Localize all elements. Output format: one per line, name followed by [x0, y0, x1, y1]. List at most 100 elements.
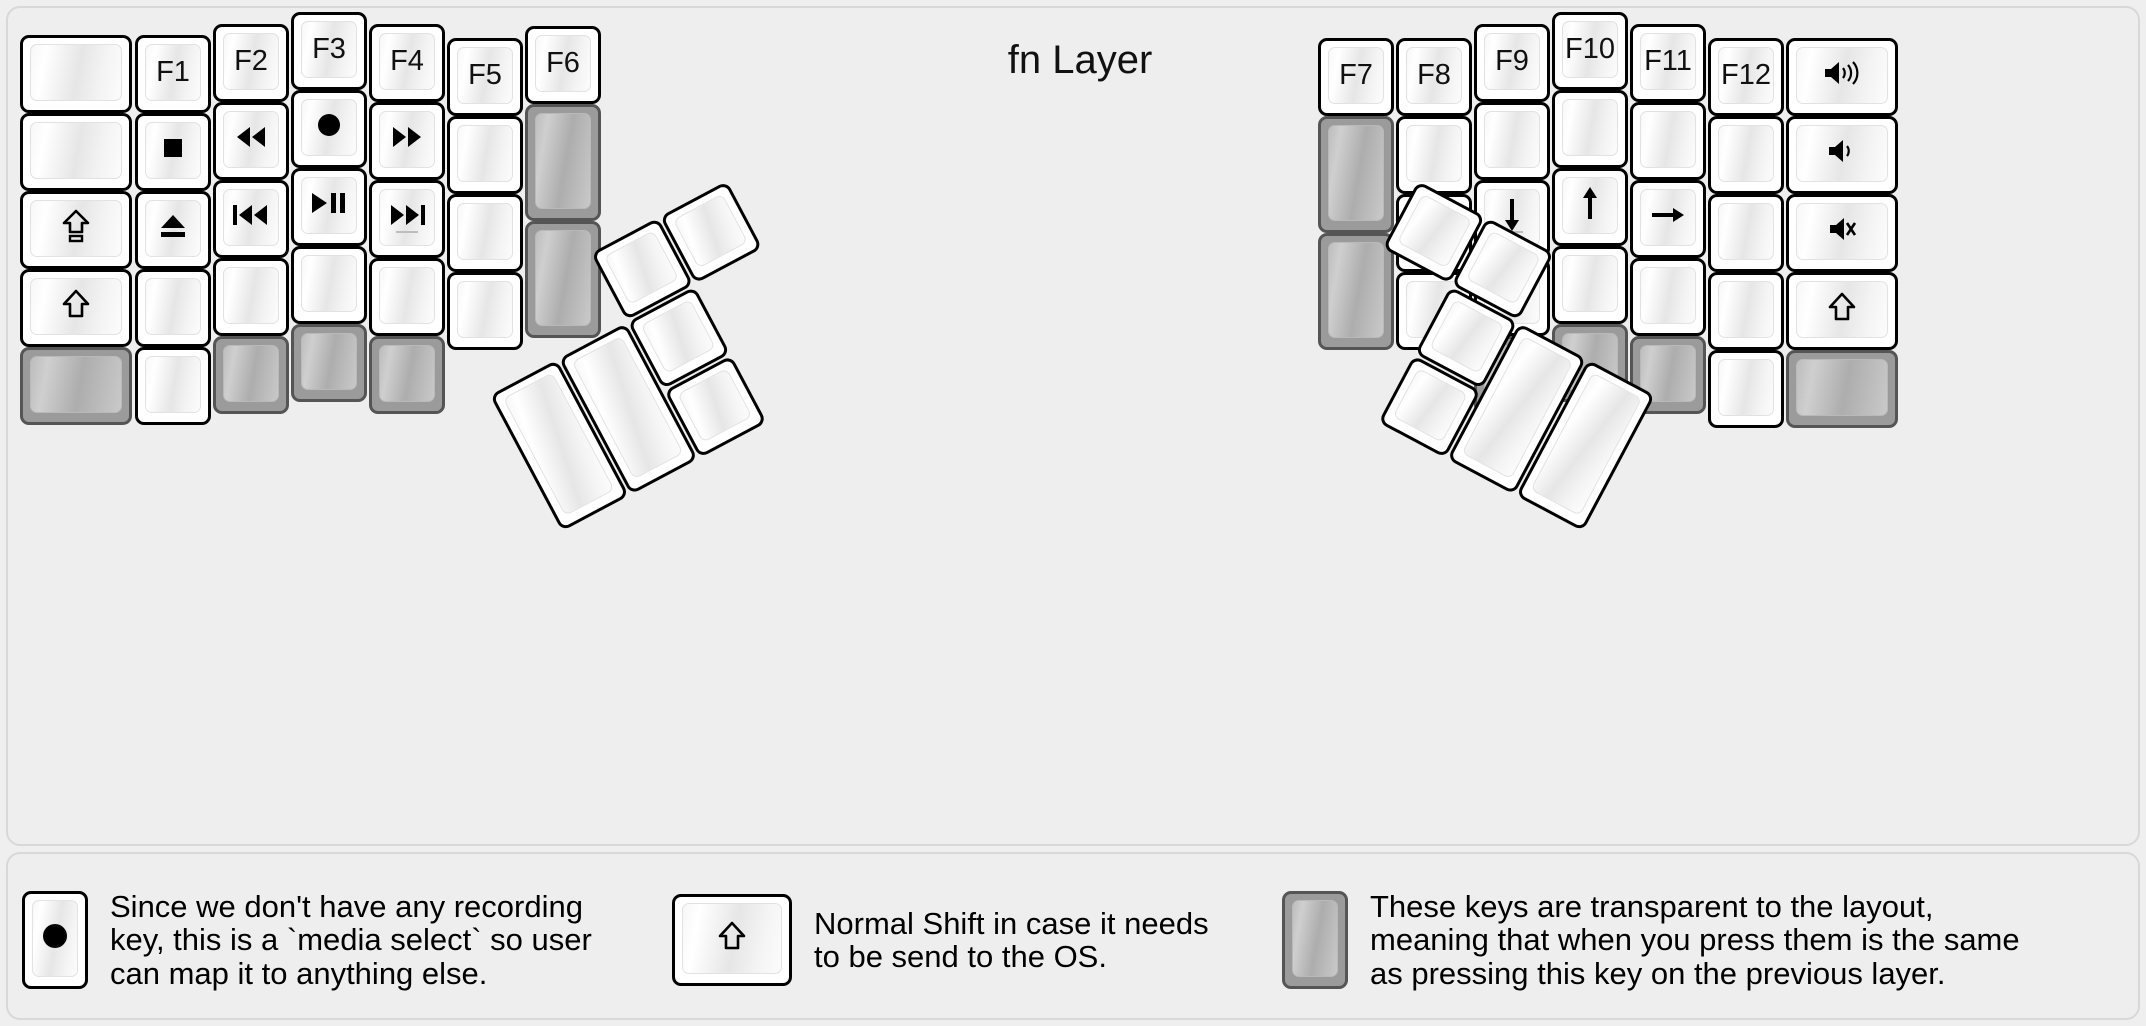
col-f8-key-2[interactable]: [1396, 116, 1472, 194]
col-f10-key-4[interactable]: [1552, 246, 1628, 324]
col-f4-key-4[interactable]: [369, 258, 445, 336]
key-cap: [1292, 900, 1338, 977]
key-label: F4: [390, 45, 424, 77]
legend-description: These keys are transparent to the layout…: [1370, 888, 2020, 991]
key-cap: [1465, 230, 1542, 306]
col-f4-key-2[interactable]: [369, 102, 445, 180]
key-cap: [1396, 193, 1473, 269]
key-f11[interactable]: F11: [1630, 24, 1706, 102]
col-f5-key-3[interactable]: [447, 194, 523, 272]
col-pinky-outer-right-key-5[interactable]: [1786, 350, 1898, 428]
record-dot-icon: [40, 921, 70, 956]
col-pinky-outer-key-3[interactable]: [20, 191, 132, 269]
col-f3-key-3[interactable]: [291, 168, 367, 246]
col-f9-key-2[interactable]: [1474, 102, 1550, 180]
key-cap: [30, 122, 122, 179]
col-f1-key-3[interactable]: [135, 191, 211, 269]
media-record-icon: [315, 111, 343, 144]
col-f11-key-3[interactable]: [1630, 180, 1706, 258]
col-f11-key-2[interactable]: [1630, 102, 1706, 180]
key-cap: [1406, 125, 1462, 182]
col-f11-key-5[interactable]: [1630, 336, 1706, 414]
col-f3-key-4[interactable]: [291, 246, 367, 324]
key-cap: F11: [1640, 33, 1696, 90]
key-cap: [640, 299, 716, 374]
col-f3-key-2[interactable]: [291, 90, 367, 168]
key-f10[interactable]: F10: [1552, 12, 1628, 90]
col-f5-key-4[interactable]: [447, 272, 523, 350]
col-pinky-outer-right-key-4[interactable]: [1786, 272, 1898, 350]
key-f8[interactable]: F8: [1396, 38, 1472, 116]
volume-mute-icon: [1827, 215, 1857, 248]
col-f2-key-4[interactable]: [213, 258, 289, 336]
media-play-pause-icon: [310, 191, 348, 220]
key-cap: [1429, 299, 1505, 374]
key-cap: [1718, 125, 1774, 182]
key-cap: [1796, 359, 1888, 416]
col-f12-key-3[interactable]: [1708, 194, 1784, 272]
col-f1-key-5[interactable]: [135, 347, 211, 425]
key-cap: [379, 111, 435, 168]
key-f9[interactable]: F9: [1474, 24, 1550, 102]
key-cap: [379, 267, 435, 324]
col-f12-key-4[interactable]: [1708, 272, 1784, 350]
key-f2[interactable]: F2: [213, 24, 289, 102]
key-f4[interactable]: F4: [369, 24, 445, 102]
col-pinky-outer-key-5[interactable]: [20, 347, 132, 425]
key-cap: [223, 345, 279, 402]
col-f12-key-2[interactable]: [1708, 116, 1784, 194]
key-cap: [457, 203, 513, 260]
key-cap: [223, 111, 279, 168]
key-f1[interactable]: F1: [135, 35, 211, 113]
col-f7-key-2[interactable]: [1318, 116, 1394, 233]
col-f5-key-2[interactable]: [447, 116, 523, 194]
key-f3[interactable]: F3: [291, 12, 367, 90]
key-f5[interactable]: F5: [447, 38, 523, 116]
key-cap: F5: [457, 47, 513, 104]
col-f4-key-5[interactable]: [369, 336, 445, 414]
legend-description: Normal Shift in case it needs to be send…: [814, 905, 1209, 974]
col-f1-key-2[interactable]: [135, 113, 211, 191]
col-f2-key-2[interactable]: [213, 102, 289, 180]
volume-down-icon: [1826, 137, 1858, 170]
key-label: F3: [312, 33, 346, 65]
col-f10-key-2[interactable]: [1552, 90, 1628, 168]
col-pinky-outer-right-key-2[interactable]: [1786, 116, 1898, 194]
col-pinky-outer-right-key-1[interactable]: [1786, 38, 1898, 116]
legend-item-3: These keys are transparent to the layout…: [1282, 880, 2020, 1000]
col-f12-key-5[interactable]: [1708, 350, 1784, 428]
key-cap: [1328, 125, 1384, 221]
caps-lock-icon: [62, 209, 90, 248]
col-f3-key-5[interactable]: [291, 324, 367, 402]
key-label: F12: [1721, 59, 1771, 91]
col-f2-key-3[interactable]: [213, 180, 289, 258]
col-pinky-outer-key-1[interactable]: [20, 35, 132, 113]
col-f6-key-3[interactable]: [525, 221, 601, 338]
col-f1-key-4[interactable]: [135, 269, 211, 347]
legend-panel: [6, 852, 2140, 1020]
key-cap: [32, 900, 78, 977]
col-f7-key-3[interactable]: [1318, 233, 1394, 350]
col-f4-key-3[interactable]: [369, 180, 445, 258]
col-f2-key-5[interactable]: [213, 336, 289, 414]
col-pinky-outer-right-key-3[interactable]: [1786, 194, 1898, 272]
key-label: F1: [156, 56, 190, 88]
key-f12[interactable]: F12: [1708, 38, 1784, 116]
key-cap: [301, 177, 357, 234]
col-f6-key-2[interactable]: [525, 104, 601, 221]
key-f7[interactable]: F7: [1318, 38, 1394, 116]
shift-arrow-icon: [718, 921, 746, 956]
col-f11-key-4[interactable]: [1630, 258, 1706, 336]
key-label: F8: [1417, 59, 1451, 91]
key-label: F6: [546, 47, 580, 79]
col-pinky-outer-key-2[interactable]: [20, 113, 132, 191]
col-pinky-outer-key-4[interactable]: [20, 269, 132, 347]
arrow-down-icon: [1501, 197, 1523, 238]
key-cap: [1640, 267, 1696, 324]
legend-key-shift-arrow-icon: [672, 894, 792, 986]
key-f6[interactable]: F6: [525, 26, 601, 104]
col-f10-key-3[interactable]: [1552, 168, 1628, 246]
arrow-right-icon: [1650, 204, 1686, 231]
key-cap: [1562, 99, 1618, 156]
key-cap: F9: [1484, 33, 1540, 90]
